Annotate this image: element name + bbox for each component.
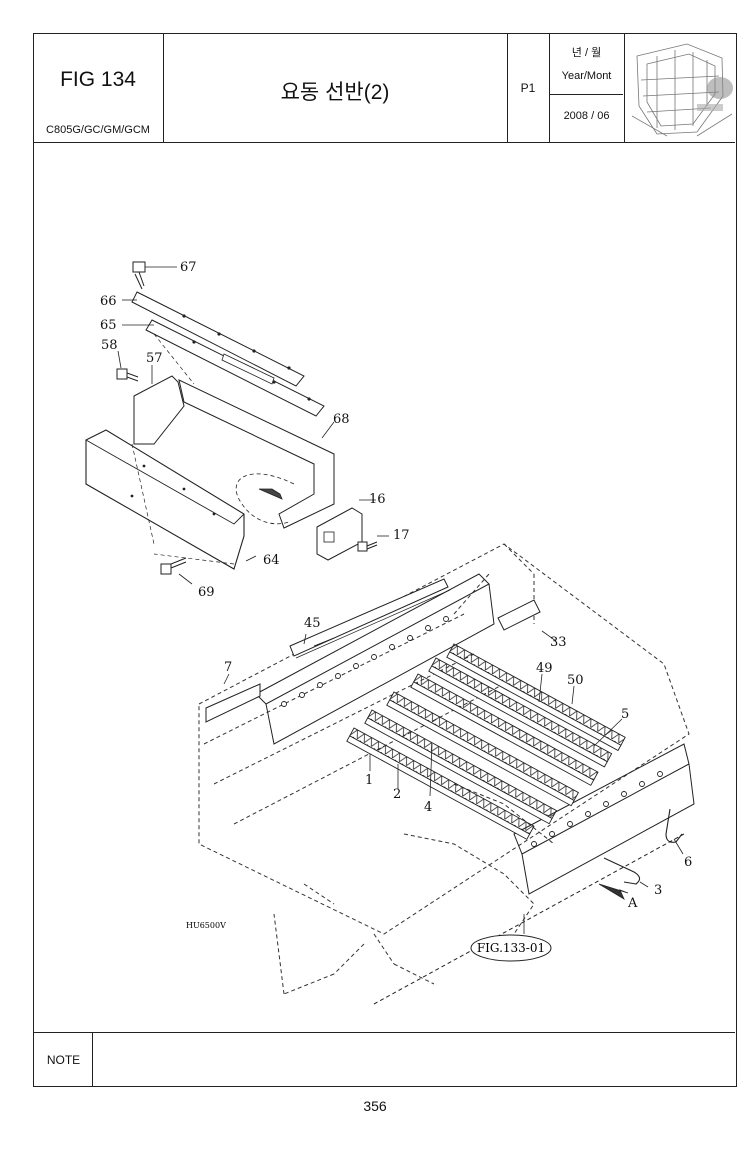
thumbnail-cell xyxy=(625,34,735,142)
bolt-69 xyxy=(160,557,187,575)
fig-reference-label: FIG.133-01 xyxy=(477,941,545,955)
date-value: 2008 / 06 xyxy=(563,110,610,122)
bolt-58 xyxy=(116,368,139,382)
exploded-parts-diagram: 67 66 65 58 57 68 16 17 64 69 45 33 7 49… xyxy=(85,260,695,1005)
bolt-67 xyxy=(132,261,146,290)
note-label-cell: NOTE xyxy=(34,1033,93,1087)
callout-49: 49 xyxy=(536,661,553,676)
callout-65: 65 xyxy=(100,318,117,333)
leader-lines xyxy=(117,266,684,934)
note-section: NOTE xyxy=(34,1032,735,1087)
note-label: NOTE xyxy=(46,1053,81,1067)
fig-cell: FIG 134 C805G/GC/GM/GCM xyxy=(34,34,164,142)
plate-33 xyxy=(497,599,541,631)
header: FIG 134 C805G/GC/GM/GCM 요동 선반(2) P1 년 / … xyxy=(34,34,735,143)
callout-68: 68 xyxy=(333,412,350,427)
frame-holes xyxy=(281,616,663,847)
fig-label: FIG 134 xyxy=(60,68,136,91)
year-month-en: Year/Mont xyxy=(561,70,612,82)
view-arrow-icon xyxy=(598,883,629,900)
page-title: 요동 선반(2) xyxy=(280,81,390,104)
year-month-kr: 년 / 월 xyxy=(571,47,602,59)
plate-7 xyxy=(205,683,261,723)
hook-6 xyxy=(665,808,683,843)
callout-6: 6 xyxy=(684,855,692,870)
toothed-racks xyxy=(346,643,626,840)
base-frame-outline xyxy=(198,543,690,995)
callout-7: 7 xyxy=(224,660,232,675)
callout-57: 57 xyxy=(146,351,163,366)
fig-reference-ellipse xyxy=(470,934,552,962)
callout-3: 3 xyxy=(654,883,662,898)
hook-3 xyxy=(603,857,641,885)
bar-45 xyxy=(289,578,449,657)
callout-64: 64 xyxy=(263,553,280,568)
sheet-page: P1 xyxy=(520,81,536,95)
model-label: C805G/GC/GM/GCM xyxy=(46,124,150,136)
callout-labels: 67 66 65 58 57 68 16 17 64 69 45 33 7 49… xyxy=(100,260,692,911)
callout-45: 45 xyxy=(304,616,321,631)
callout-16: 16 xyxy=(369,492,386,507)
callout-66: 66 xyxy=(100,294,117,309)
machine-thumbnail-icon xyxy=(631,43,733,137)
callout-4: 4 xyxy=(424,800,432,815)
strip-66 xyxy=(131,291,305,387)
callout-58: 58 xyxy=(101,338,118,353)
callout-1: 1 xyxy=(365,773,373,788)
callout-50: 50 xyxy=(567,673,584,688)
page-frame: FIG 134 C805G/GC/GM/GCM 요동 선반(2) P1 년 / … xyxy=(33,33,737,1087)
callout-69: 69 xyxy=(198,585,215,600)
plate-68 xyxy=(178,379,335,529)
callout-2: 2 xyxy=(393,787,401,802)
callout-33: 33 xyxy=(550,635,567,650)
title-cell: 요동 선반(2) xyxy=(164,34,508,142)
view-label-a: A xyxy=(627,896,638,911)
slot-plate xyxy=(221,353,275,385)
page-cell: P1 xyxy=(508,34,550,142)
drawing-code: HU6500V xyxy=(186,921,226,930)
bolt-17 xyxy=(357,541,378,552)
callout-17: 17 xyxy=(393,528,410,543)
callout-67: 67 xyxy=(180,260,197,275)
flow-arrow-icon xyxy=(258,488,283,500)
callout-5: 5 xyxy=(621,707,629,722)
date-divider xyxy=(550,94,623,95)
date-cell: 년 / 월 Year/Mont 2008 / 06 xyxy=(550,34,625,142)
cover-64 xyxy=(85,429,245,570)
page-number: 356 xyxy=(363,1098,387,1114)
bracket-57 xyxy=(133,375,185,445)
frame-rails xyxy=(255,573,695,1005)
